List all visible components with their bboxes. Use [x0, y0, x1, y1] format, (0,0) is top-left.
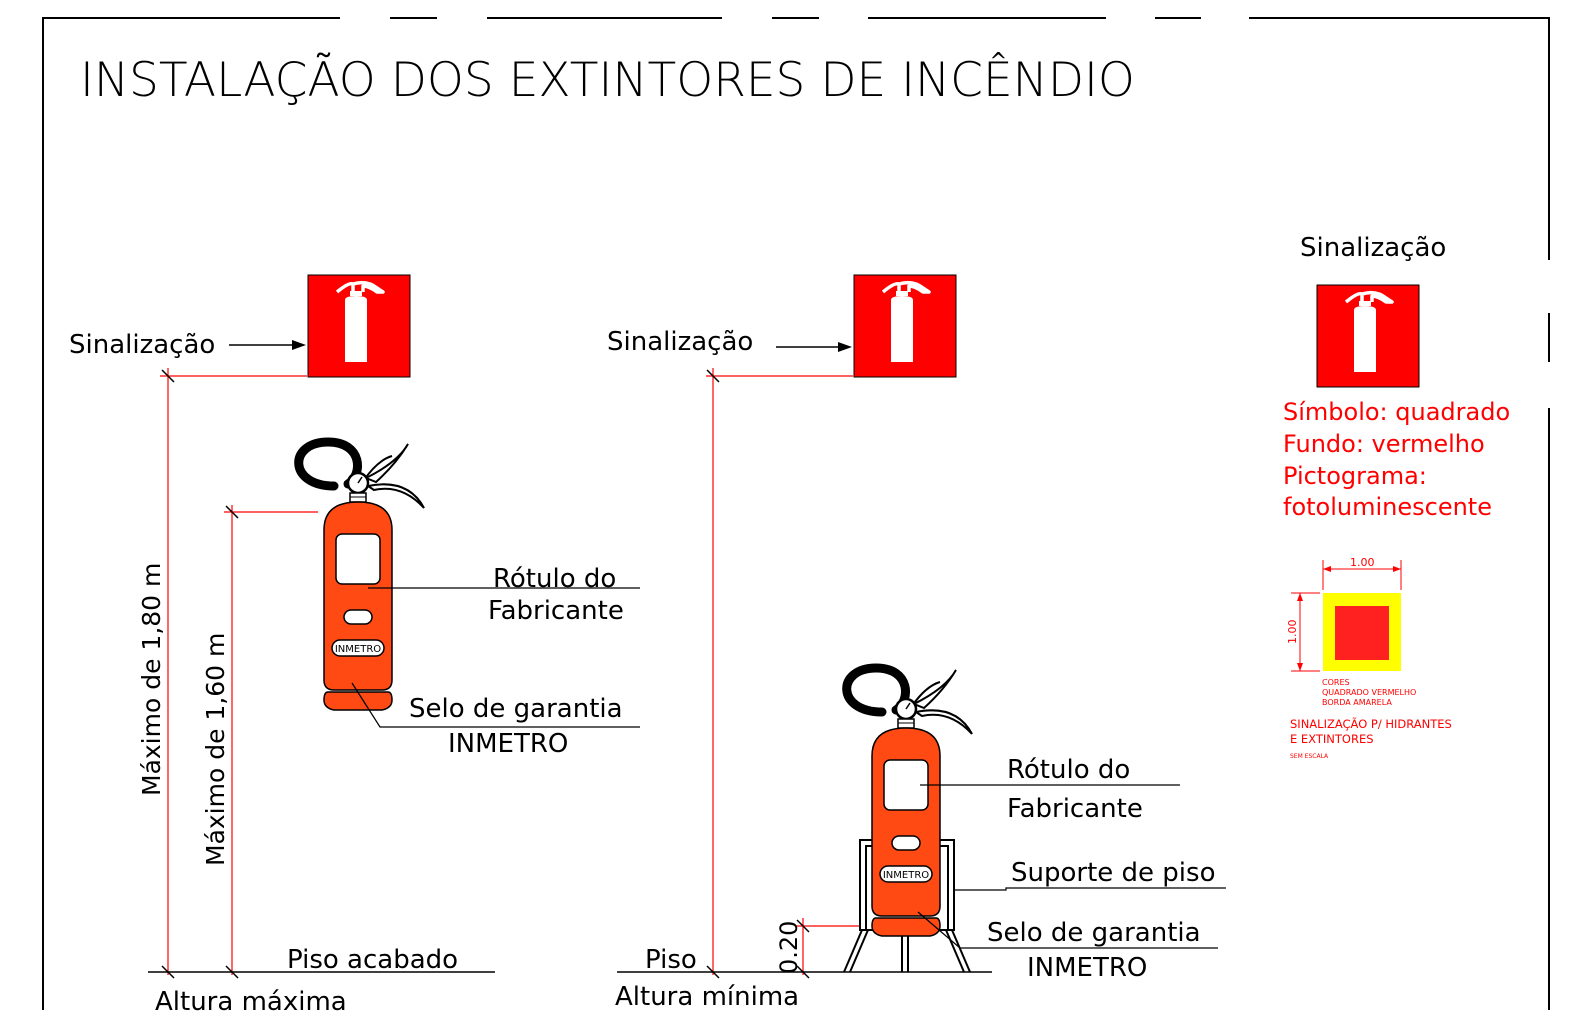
right-dimension-ticks: [706, 369, 810, 979]
label-rotulo-line2-right: Fabricante: [1007, 794, 1143, 824]
fire-extinguisher-icon: INMETRO: [299, 442, 424, 710]
spec-symbol: Símbolo: quadrado: [1283, 398, 1510, 426]
right-installation: Sinalização 0.20: [607, 274, 1226, 1012]
label-selo-line1-right: Selo de garantia: [987, 918, 1201, 948]
label-rotulo-line2: Fabricante: [488, 596, 624, 626]
fire-extinguisher-sign-icon: [1316, 284, 1420, 388]
spec-pictogram: Pictograma:: [1283, 462, 1427, 490]
legend-dim-width: 1.00: [1350, 556, 1375, 569]
left-dimension-lines: [160, 368, 318, 975]
right-dimension-lines: [706, 368, 862, 975]
floor-label-right: Piso: [645, 945, 697, 975]
inmetro-badge: INMETRO: [335, 644, 381, 655]
page-title: INSTALAÇÃO DOS EXTINTORES DE INCÊNDIO: [80, 53, 1135, 108]
left-installation: Sinalização Máximo de 1,80 m Máximo de 1…: [69, 274, 640, 1017]
caption-altura-maxima: Altura máxima: [155, 987, 347, 1017]
inmetro-badge: INMETRO: [883, 870, 929, 881]
arrow-right-icon: [229, 340, 306, 350]
legend-red-square: QUADRADO VERMELHO: [1322, 688, 1416, 697]
sheet-border: [42, 17, 1550, 1010]
fire-extinguisher-sign-icon: [307, 274, 411, 378]
signage-legend: Sinalização Símbolo: quadrado Fundo: ver…: [1283, 233, 1510, 760]
label-selo-line2-right: INMETRO: [1027, 953, 1147, 983]
label-rotulo-line1-right: Rótulo do: [1007, 755, 1130, 785]
dimension-min-020: 0.20: [775, 921, 803, 974]
legend-cores: CORES: [1322, 678, 1350, 687]
fire-extinguisher-icon: INMETRO: [847, 668, 972, 936]
label-rotulo-line1: Rótulo do: [493, 564, 616, 594]
label-selo-line2: INMETRO: [448, 729, 568, 759]
legend-dim-height: 1.00: [1286, 620, 1299, 645]
right-sign-label: Sinalização: [607, 327, 753, 357]
fire-extinguisher-sign-icon: [853, 274, 957, 378]
label-suporte: Suporte de piso: [1011, 858, 1215, 888]
dimension-max-160: Máximo de 1,60 m: [201, 633, 230, 866]
caption-altura-minima: Altura mínima: [615, 982, 799, 1012]
arrow-right-icon: [776, 342, 852, 352]
spec-photoluminescent: fotoluminescente: [1283, 493, 1492, 521]
legend-sign-title-1: SINALIZAÇÃO P/ HIDRANTES: [1290, 716, 1452, 731]
floor-label-left: Piso acabado: [287, 945, 458, 975]
spec-background: Fundo: vermelho: [1283, 430, 1485, 458]
color-sample-square: [1323, 593, 1401, 671]
legend-scale: SEM ESCALA: [1290, 753, 1329, 760]
legend-width-dimension: [1291, 560, 1402, 672]
label-selo-line1: Selo de garantia: [409, 694, 623, 724]
legend-sign-title-2: E EXTINTORES: [1290, 732, 1374, 746]
legend-yellow-border: BORDA AMARELA: [1322, 698, 1392, 707]
left-sign-label: Sinalização: [69, 330, 215, 360]
dimension-max-180: Máximo de 1,80 m: [137, 563, 166, 796]
legend-heading: Sinalização: [1300, 233, 1446, 263]
